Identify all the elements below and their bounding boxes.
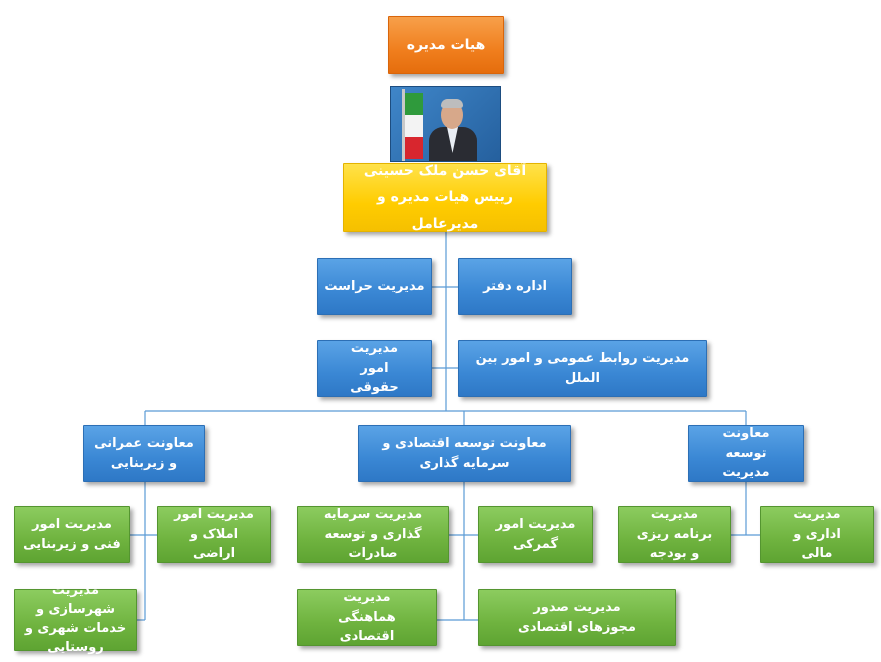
security-label: مدیریت حراست xyxy=(324,278,425,294)
urban-box[interactable]: مدیریت شهرسازی و خدمات شهری و روستایی xyxy=(14,583,137,655)
board-box[interactable]: هیات مدیره xyxy=(388,16,504,74)
office-box[interactable]: اداره دفتر xyxy=(458,258,572,315)
investment-label: مدیریت سرمایه گذاری و توسعه صادرات xyxy=(323,507,423,562)
estates-box[interactable]: مدیریت امور املاک و اراضی xyxy=(157,506,271,563)
deputy-construction-box[interactable]: معاونت عمرانی و زیربنایی xyxy=(83,425,205,482)
deputy-economic-label: معاونت توسعه اقتصادی و سرمایه گذاری xyxy=(382,436,547,471)
ceo-box[interactable]: آقای حسن ملک حسینی رییس هیات مدیره و مدی… xyxy=(343,163,547,232)
deputy-development-label: معاونت توسعه مدیریت xyxy=(722,426,770,481)
planning-budget-box[interactable]: مدیریت برنامه ریزی و بودجه xyxy=(618,506,731,563)
technical-box[interactable]: مدیریت امور فنی و زیربنایی xyxy=(14,506,130,563)
investment-box[interactable]: مدیریت سرمایه گذاری و توسعه صادرات xyxy=(297,506,449,563)
coordination-label: مدیریت هماهنگی اقتصادی xyxy=(338,590,396,645)
customs-box[interactable]: مدیریت امور گمرکی xyxy=(478,506,593,563)
admin-finance-box[interactable]: مدیریت اداری و مالی xyxy=(760,506,874,563)
coordination-box[interactable]: مدیریت هماهنگی اقتصادی xyxy=(297,589,437,646)
flag-icon xyxy=(405,93,423,159)
permits-label: مدیریت صدور مجوزهای اقتصادی xyxy=(518,600,636,635)
board-label: هیات مدیره xyxy=(406,36,486,53)
legal-box[interactable]: مدیریت امور حقوقی xyxy=(317,340,432,397)
urban-label: مدیریت شهرسازی و خدمات شهری و روستایی xyxy=(24,583,127,655)
deputy-development-box[interactable]: معاونت توسعه مدیریت xyxy=(688,425,804,482)
permits-box[interactable]: مدیریت صدور مجوزهای اقتصادی xyxy=(478,589,676,646)
planning-budget-label: مدیریت برنامه ریزی و بودجه xyxy=(636,507,713,562)
customs-label: مدیریت امور گمرکی xyxy=(495,517,576,552)
ceo-name: آقای حسن ملک حسینی xyxy=(363,162,527,179)
admin-finance-label: مدیریت اداری و مالی xyxy=(793,507,841,562)
ceo-title: رییس هیات مدیره و مدیرعامل xyxy=(377,189,513,232)
office-label: اداره دفتر xyxy=(483,278,547,294)
estates-label: مدیریت امور املاک و اراضی xyxy=(174,507,254,562)
deputy-construction-label: معاونت عمرانی و زیربنایی xyxy=(94,436,194,471)
security-box[interactable]: مدیریت حراست xyxy=(317,258,432,315)
technical-label: مدیریت امور فنی و زیربنایی xyxy=(23,517,121,552)
legal-label: مدیریت امور حقوقی xyxy=(350,341,399,396)
public-relations-label: مدیریت روابط عمومی و امور بین الملل xyxy=(475,351,690,386)
public-relations-box[interactable]: مدیریت روابط عمومی و امور بین الملل xyxy=(458,340,707,397)
portrait-photo xyxy=(390,86,501,162)
deputy-economic-box[interactable]: معاونت توسعه اقتصادی و سرمایه گذاری xyxy=(358,425,571,482)
